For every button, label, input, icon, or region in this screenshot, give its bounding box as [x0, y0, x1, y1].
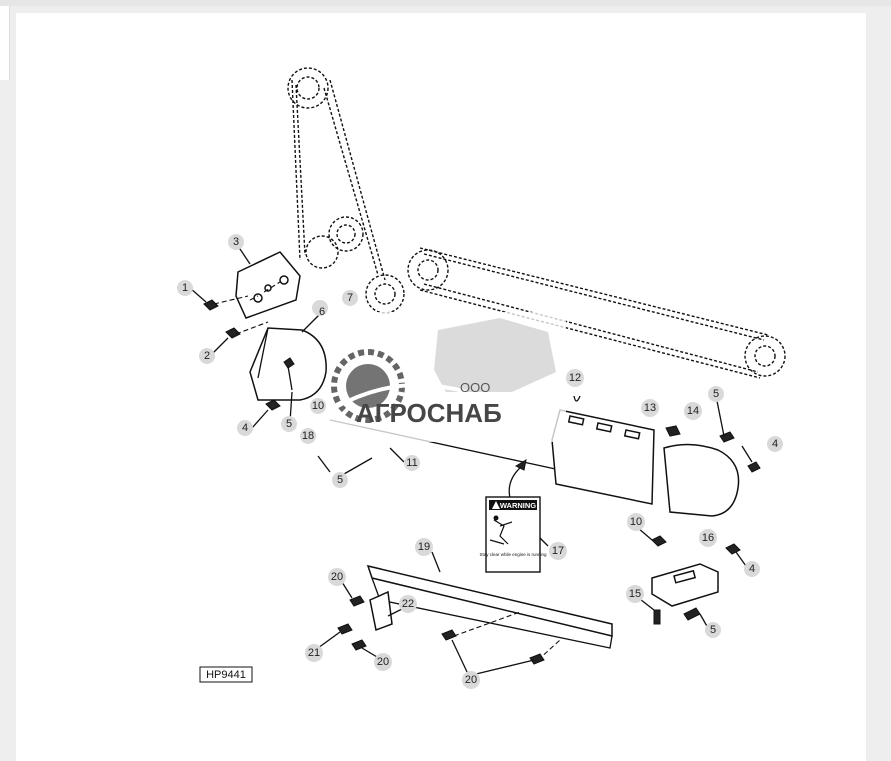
svg-text:17: 17 [552, 545, 564, 557]
svg-text:1: 1 [182, 282, 188, 294]
callout: 13 [641, 399, 659, 417]
warning-heading: WARNING [500, 501, 536, 510]
svg-text:3: 3 [233, 236, 239, 248]
callout: 10 [310, 398, 326, 414]
warning-text: Stay clear while engine is running [479, 552, 547, 557]
callout: 21 [305, 644, 323, 662]
svg-text:5: 5 [286, 418, 292, 430]
svg-text:22: 22 [402, 598, 414, 610]
person-hazard-icon [489, 519, 513, 545]
callout: 4 [237, 420, 253, 436]
part-22-bracket [337, 590, 545, 665]
warning-triangle-icon [492, 501, 500, 509]
svg-text:21: 21 [308, 647, 320, 659]
tractor-icon [434, 318, 556, 392]
left-panel-edge [0, 6, 10, 80]
part-19-bar [366, 564, 613, 661]
svg-text:18: 18 [302, 430, 314, 442]
svg-text:16: 16 [702, 532, 714, 544]
warning-decal: WARNING Stay clear while engine is runni… [479, 496, 547, 573]
svg-text:4: 4 [242, 422, 248, 434]
svg-text:11: 11 [406, 457, 417, 469]
callout: 5 [705, 622, 721, 638]
svg-text:15: 15 [629, 588, 641, 600]
callout: 10 [627, 513, 645, 531]
vertical-belt [287, 67, 405, 314]
top-bar [0, 0, 891, 6]
callout: 5 [332, 472, 348, 488]
label-arrow [508, 465, 523, 499]
watermark-ooo: ООО [460, 380, 490, 395]
figure-id: HP9441 [206, 669, 246, 681]
callout: 5 [708, 386, 724, 402]
callout-bubbles: 1 2 3 4 5 6 7 10 11 12 13 14 5 4 18 5 10… [177, 234, 783, 689]
watermark-name: АГРОСНАБ [356, 398, 502, 428]
svg-text:10: 10 [312, 400, 324, 412]
callout: 6 [312, 300, 328, 318]
svg-text:4: 4 [772, 438, 778, 450]
callout: 3 [228, 234, 244, 250]
svg-text:10: 10 [630, 516, 642, 528]
callout: 18 [300, 428, 316, 444]
svg-text:5: 5 [710, 624, 716, 636]
callout: 19 [415, 538, 433, 556]
main-housing [329, 395, 761, 517]
svg-text:5: 5 [337, 474, 343, 486]
figure-id-box: HP9441 [199, 666, 253, 683]
callout: 14 [684, 402, 702, 420]
label-arrow-head [514, 458, 527, 471]
callout: 2 [199, 348, 215, 364]
callout: 4 [744, 561, 760, 577]
svg-text:14: 14 [687, 405, 699, 417]
svg-text:19: 19 [418, 541, 430, 553]
part-16-bracket [651, 535, 741, 625]
part-6-shield [249, 327, 327, 401]
svg-text:20: 20 [465, 674, 477, 686]
callout: 17 [549, 542, 567, 560]
callout: 20 [328, 568, 346, 586]
hardware-left [203, 295, 281, 411]
callout: 20 [374, 653, 392, 671]
callout: 22 [399, 595, 417, 613]
svg-text:20: 20 [331, 571, 343, 583]
svg-text:2: 2 [204, 350, 210, 362]
svg-text:4: 4 [749, 563, 755, 575]
callout: 12 [566, 369, 584, 387]
callout: 7 [342, 290, 358, 306]
part-3-plate [235, 251, 301, 319]
callout: 15 [626, 585, 644, 603]
svg-text:12: 12 [569, 372, 581, 384]
watermark-logo: ООО АГРОСНАБ [330, 312, 566, 442]
callout: 11 [404, 455, 420, 471]
svg-text:13: 13 [644, 402, 656, 414]
callout: 4 [767, 436, 783, 452]
callout: 20 [462, 671, 480, 689]
svg-text:5: 5 [713, 388, 719, 400]
svg-text:7: 7 [347, 292, 353, 304]
svg-text:20: 20 [377, 656, 389, 668]
callout: 16 [699, 529, 717, 547]
horizontal-belt [407, 247, 786, 379]
svg-text:6: 6 [319, 306, 325, 318]
callout: 5 [281, 416, 297, 432]
callout: 1 [177, 280, 193, 296]
